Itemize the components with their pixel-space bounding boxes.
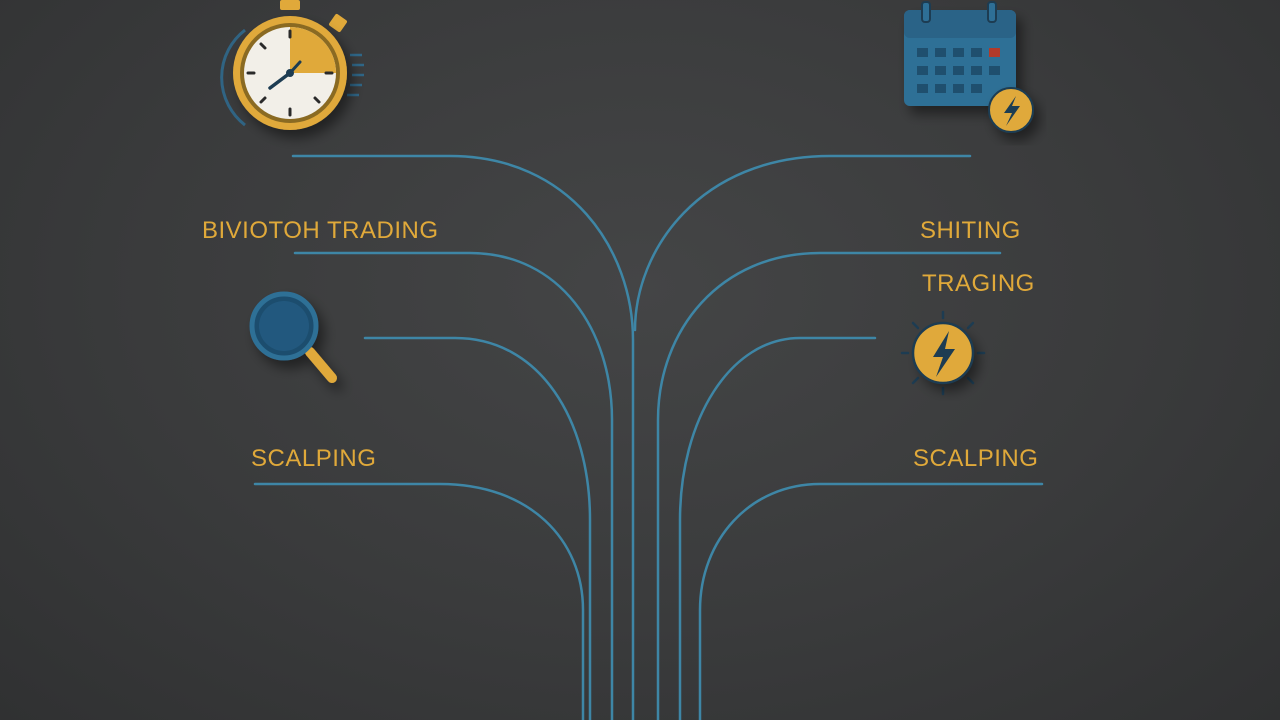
branch-line-right-3 <box>678 336 877 720</box>
calendar-icon <box>904 1 1034 133</box>
branch-line-left-2 <box>293 251 614 720</box>
label-bottom-left: SCALPING <box>251 445 377 472</box>
branch-line-left-3 <box>363 336 592 720</box>
branch-line-right-2 <box>656 251 1002 720</box>
branch-line-right-4 <box>698 482 1044 720</box>
branch-line-top-right <box>633 154 972 332</box>
label-top-left: BIVIOTOH TRADING <box>202 217 439 244</box>
magnifier-icon <box>249 291 337 383</box>
branch-lines <box>253 154 1044 720</box>
calendar-lightning-badge <box>988 87 1034 133</box>
label-bottom-right: SCALPING <box>913 445 1039 472</box>
branch-line-left-4 <box>253 482 585 720</box>
lightning-coin-icon <box>900 310 986 396</box>
label-right-line1: SHITING <box>920 217 1021 244</box>
branch-line-top-left <box>291 154 635 720</box>
stopwatch-icon <box>220 0 364 130</box>
label-right-line2: TRAGING <box>922 270 1035 297</box>
